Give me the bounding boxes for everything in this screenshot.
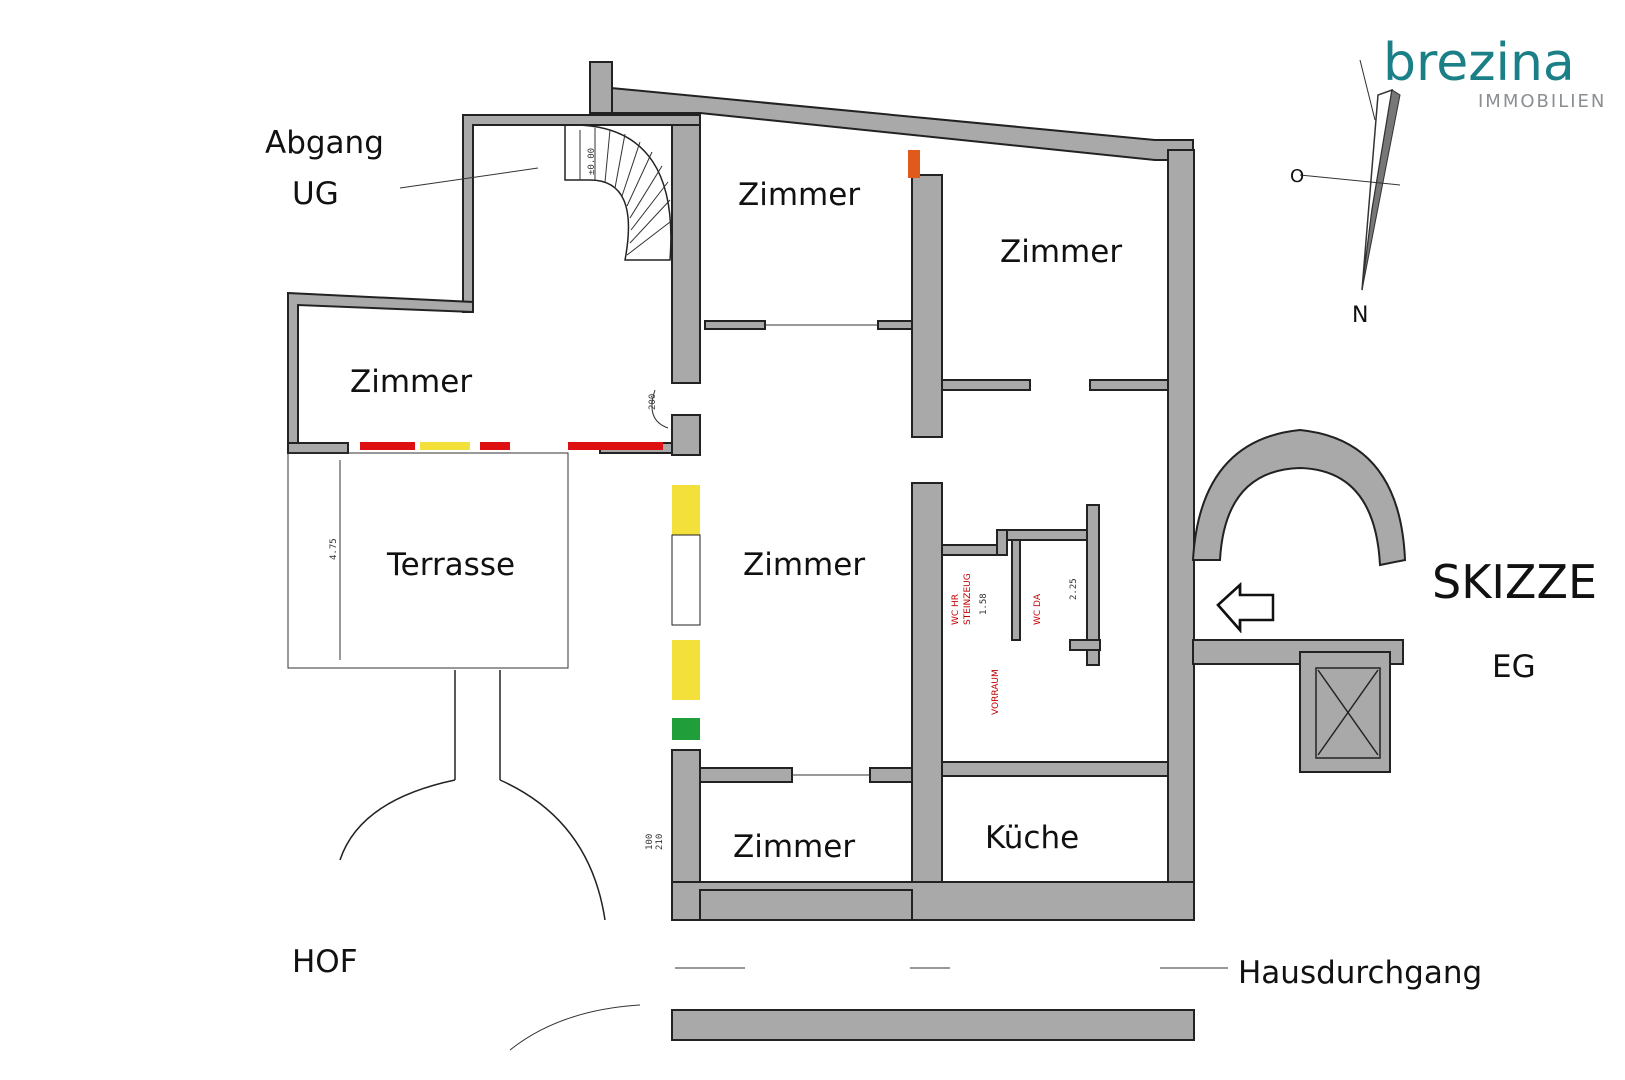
hof-label: HOF bbox=[292, 944, 358, 980]
dimension-texts: 4.75 ±0.00 1.58 2.25 200 210 100 WC HR W… bbox=[329, 148, 1079, 850]
wc-right-area: 2.25 bbox=[1069, 578, 1079, 600]
terrace-depth-dim: 4.75 bbox=[329, 538, 339, 560]
logo-subtitle: IMMOBILIEN bbox=[1478, 91, 1606, 112]
wc-left-area: 1.58 bbox=[979, 593, 989, 615]
compass-icon: N O bbox=[1290, 59, 1401, 328]
logo-name: brezina bbox=[1383, 33, 1575, 93]
stair-level-dim: ±0.00 bbox=[587, 148, 597, 175]
compass-east-label: O bbox=[1290, 166, 1304, 187]
hausdurchgang-label: Hausdurchgang bbox=[1238, 955, 1482, 991]
skizze-title: SKIZZE bbox=[1432, 555, 1597, 609]
floor-label: EG bbox=[1492, 649, 1536, 685]
door-100-dim: 100 bbox=[645, 834, 655, 850]
brezina-logo: brezina IMMOBILIEN bbox=[1383, 33, 1606, 112]
sketch-title: SKIZZE EG bbox=[1432, 555, 1597, 685]
zimmer-left-label: Zimmer bbox=[350, 364, 472, 400]
walls bbox=[287, 61, 1407, 1041]
steinzeug-note: STEINZEUG bbox=[963, 573, 973, 625]
terrasse-label: Terrasse bbox=[386, 547, 515, 583]
ug-label: UG bbox=[292, 176, 339, 212]
terrace-outline bbox=[287, 452, 641, 1051]
zimmer-top-right-label: Zimmer bbox=[1000, 234, 1122, 270]
door-210-dim: 210 bbox=[655, 834, 665, 850]
abgang-label: Abgang bbox=[265, 125, 384, 161]
wc-hr-note: WC HR bbox=[951, 594, 961, 625]
kueche-label: Küche bbox=[985, 820, 1079, 856]
door-200-dim: 200 bbox=[648, 394, 658, 410]
zimmer-top-middle-label: Zimmer bbox=[738, 177, 860, 213]
room-labels: Abgang UG Zimmer Zimmer Zimmer Terrasse … bbox=[265, 125, 1482, 991]
compass-north-label: N bbox=[1352, 303, 1368, 328]
vorraum-note: VORRAUM bbox=[991, 669, 1001, 715]
zimmer-center-label: Zimmer bbox=[743, 547, 865, 583]
openings bbox=[360, 150, 1275, 776]
wc-da-note: WC DA bbox=[1033, 593, 1043, 625]
zimmer-bottom-label: Zimmer bbox=[733, 829, 855, 865]
